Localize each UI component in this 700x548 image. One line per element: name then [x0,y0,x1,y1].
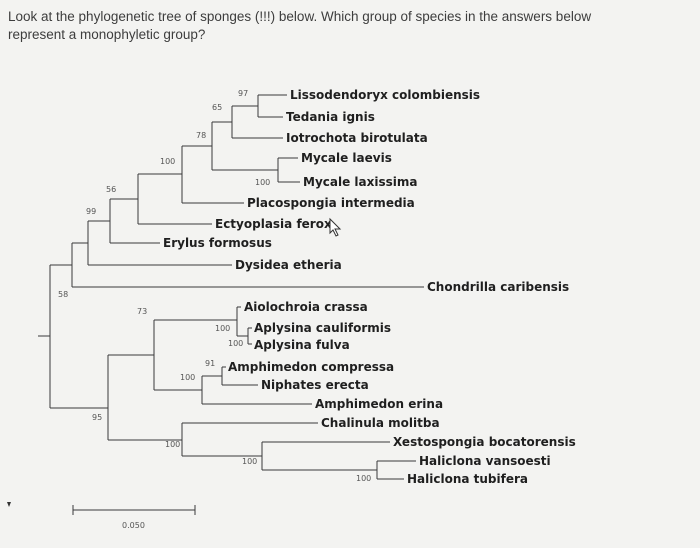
scale-bar: 0.050 [72,505,196,530]
bootstrap-value: 95 [92,413,102,422]
bootstrap-value: 100 [228,339,243,348]
taxon-label: Aplysina cauliformis [254,321,391,335]
bootstrap-value: 99 [86,207,96,216]
taxon-label: Haliclona tubifera [407,472,528,486]
taxon-label: Ectyoplasia ferox [215,217,332,231]
bootstrap-value: 78 [196,131,206,140]
bootstrap-value: 91 [205,359,215,368]
bootstrap-value: 100 [356,474,371,483]
bootstrap-value: 97 [238,89,248,98]
bootstrap-value: 100 [180,373,195,382]
taxon-label: Mycale laxissima [303,175,417,189]
taxon-label: Xestospongia bocatorensis [393,435,576,449]
scroll-arrow-icon [7,502,11,507]
bootstrap-value: 73 [137,307,147,316]
taxon-label: Amphimedon erina [315,397,443,411]
bootstrap-value: 100 [215,324,230,333]
taxon-labels: Lissodendoryx colombiensis Tedania ignis… [163,88,576,486]
question-line-2: represent a monophyletic group? [8,27,206,42]
taxon-label: Aiolochroia crassa [244,300,368,314]
bootstrap-value: 56 [106,185,116,194]
taxon-label: Dysidea etheria [235,258,342,272]
scale-bar-label: 0.050 [122,521,145,530]
question-line-1: Look at the phylogenetic tree of sponges… [8,9,592,24]
taxon-label: Tedania ignis [286,110,375,124]
taxon-label: Placospongia intermedia [247,196,415,210]
bootstrap-value: 100 [160,157,175,166]
taxon-label: Lissodendoryx colombiensis [290,88,480,102]
taxon-label: Mycale laevis [301,151,392,165]
bootstrap-values: 97 65 78 100 100 56 99 58 73 100 100 91 … [58,89,371,483]
taxon-label: Iotrochota birotulata [286,131,428,145]
question-text: Look at the phylogenetic tree of sponges… [8,8,688,44]
taxon-label: Haliclona vansoesti [419,454,551,468]
bootstrap-value: 100 [242,457,257,466]
bootstrap-value: 100 [165,440,180,449]
taxon-label: Amphimedon compressa [228,360,394,374]
tree-branches [38,94,424,480]
taxon-label: Chalinula molitba [321,416,440,430]
taxon-label: Chondrilla caribensis [427,280,569,294]
mouse-cursor-icon [329,217,342,237]
taxon-label: Niphates erecta [261,378,369,392]
bootstrap-value: 58 [58,290,68,299]
taxon-label: Aplysina fulva [254,338,350,352]
bootstrap-value: 65 [212,103,222,112]
taxon-label: Erylus formosus [163,236,272,250]
bootstrap-value: 100 [255,178,270,187]
